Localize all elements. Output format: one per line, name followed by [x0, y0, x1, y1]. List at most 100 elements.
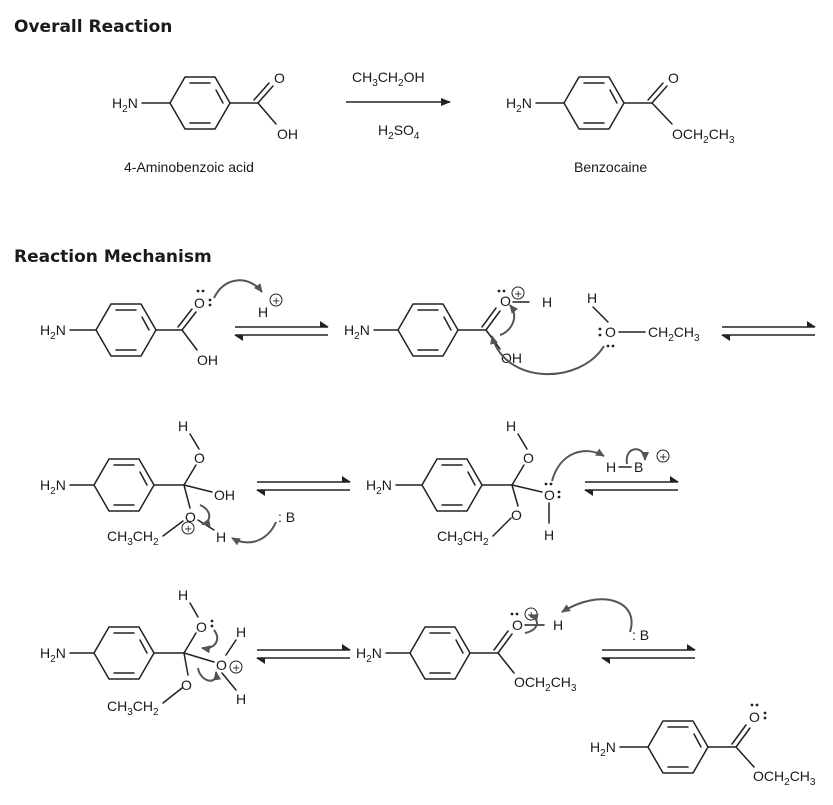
arrow-deprotonation	[231, 521, 277, 546]
reagent-ethanol: CH3CH2OH	[352, 69, 425, 89]
amine-group: H2N	[356, 645, 382, 665]
equilibrium-arrow	[721, 321, 816, 341]
carbonyl-oxygen: O	[749, 709, 760, 725]
arrow-pi-shift	[499, 304, 519, 336]
amine-group: H2N	[506, 95, 532, 115]
ethanol-nucleophile: H O CH2CH3	[587, 290, 700, 348]
mechanism-step3-tetrahedral-intermediate: H2N O H OH O + CH3CH2 H	[40, 418, 235, 548]
hydrogen: H	[506, 418, 516, 434]
mechanism-step2-protonated: H2N O + H OH	[344, 286, 552, 366]
base: : B	[632, 627, 649, 643]
mechanism-step5-water-leaving: H2N O H O + H H O CH3CH2	[40, 587, 246, 718]
benzene-ring	[95, 303, 157, 357]
amine-group: H2N	[40, 645, 66, 665]
ethoxy-group: OCH2CH3	[514, 674, 577, 694]
arrow-bond-to-base	[625, 448, 649, 465]
arrow-oh-bond-electrons	[524, 613, 539, 634]
carbonyl-oxygen: O	[668, 70, 679, 86]
oxygen: O	[194, 450, 205, 466]
mechanism-step1-acid: H2N O OH	[40, 289, 218, 368]
hydrogen: H	[606, 459, 616, 475]
base: : B	[278, 509, 295, 525]
positive-charge: +	[181, 521, 195, 535]
hydrogen: H	[236, 624, 246, 640]
ether-oxygen: O	[511, 507, 522, 523]
product-structure: H2N O OCH2CH3	[506, 70, 735, 146]
oxygen: O	[196, 619, 207, 635]
carbonyl-oxygen: O	[194, 295, 205, 311]
hydroxyl-group: OH	[501, 350, 522, 366]
mechanism-step6-protonated-ester: H2N O + H OCH2CH3	[356, 607, 577, 694]
amine-group: H2N	[40, 322, 66, 342]
svg-text:+: +	[184, 524, 192, 535]
protonated-base: H B +	[606, 449, 670, 475]
carbonyl-oxygen: O	[274, 70, 285, 86]
hydrogen: H	[216, 529, 226, 545]
ethyl-group: CH3CH2	[437, 528, 489, 548]
base: B	[634, 459, 643, 475]
equilibrium-arrow	[234, 321, 329, 341]
hydrogen: H	[178, 418, 188, 434]
ethyl-group: CH3CH2	[107, 698, 159, 718]
final-product-benzocaine: H2N O OCH2CH3	[590, 703, 816, 788]
amine-group: H2N	[344, 322, 370, 342]
acidic-hydrogen: H	[542, 294, 552, 310]
ethoxy-group: OCH2CH3	[753, 768, 816, 788]
equilibrium-arrow	[256, 476, 351, 496]
ether-oxygen: O	[181, 677, 192, 693]
water-oxygen: O	[216, 657, 227, 673]
alcohol-oxygen: O	[605, 324, 616, 340]
acidic-hydrogen: H	[553, 617, 563, 633]
arrow-water-departure	[197, 667, 222, 682]
svg-text:+: +	[272, 296, 280, 307]
proton: H	[258, 304, 268, 320]
product-name: Benzocaine	[574, 159, 647, 175]
svg-text:+: +	[514, 289, 522, 300]
benzene-ring	[647, 720, 709, 774]
benzene-ring	[93, 458, 155, 512]
oxonium-oxygen: O	[185, 509, 196, 525]
arrow-final-deprotonation	[561, 598, 633, 633]
amine-group: H2N	[112, 95, 138, 115]
hydroxyl-group: OH	[277, 126, 298, 142]
arrow-reform-carbonyl	[201, 629, 219, 654]
reactant-structure: H2N O OH	[112, 70, 298, 142]
arrow-protonation	[213, 279, 263, 299]
benzene-ring	[409, 626, 471, 680]
ethyl-group: CH2CH3	[648, 324, 700, 344]
svg-text:+: +	[232, 663, 240, 674]
oxonium-oxygen: O	[500, 293, 511, 309]
benzene-ring	[93, 626, 155, 680]
amine-group: H2N	[40, 477, 66, 497]
ethyl-group: CH3CH2	[107, 528, 159, 548]
reagent-sulfuric-acid: H2SO4	[378, 122, 420, 142]
hydrogen: H	[587, 290, 597, 306]
hydrogen: H	[236, 691, 246, 707]
hydroxyl-group: OH	[214, 487, 235, 503]
positive-charge: +	[511, 286, 525, 300]
benzene-ring	[169, 76, 231, 130]
reactant-name: 4-Aminobenzoic acid	[124, 159, 254, 175]
hydroxyl-group: OH	[197, 352, 218, 368]
equilibrium-arrow	[256, 644, 351, 664]
mechanism-step4-neutral-intermediate: H2N O H O H O CH3CH2	[366, 418, 561, 548]
arrow-nucleophilic-attack	[490, 335, 605, 375]
positive-charge: +	[229, 660, 243, 674]
arrow-oh-electrons	[199, 504, 211, 527]
overall-reaction-heading: Overall Reaction	[14, 17, 172, 37]
equilibrium-arrow	[601, 644, 696, 664]
amine-group: H2N	[590, 739, 616, 759]
hydrogen: H	[544, 527, 554, 543]
positive-charge: +	[269, 293, 283, 307]
equilibrium-arrow	[584, 476, 679, 496]
svg-text:+: +	[659, 452, 667, 463]
oxonium-oxygen: O	[512, 617, 523, 633]
amine-group: H2N	[366, 477, 392, 497]
oxygen: O	[523, 450, 534, 466]
benzene-ring	[421, 458, 483, 512]
benzene-ring	[563, 76, 625, 130]
hydroxyl-oxygen: O	[544, 487, 555, 503]
ethoxy-group: OCH2CH3	[672, 126, 735, 146]
hydrogen: H	[178, 587, 188, 603]
